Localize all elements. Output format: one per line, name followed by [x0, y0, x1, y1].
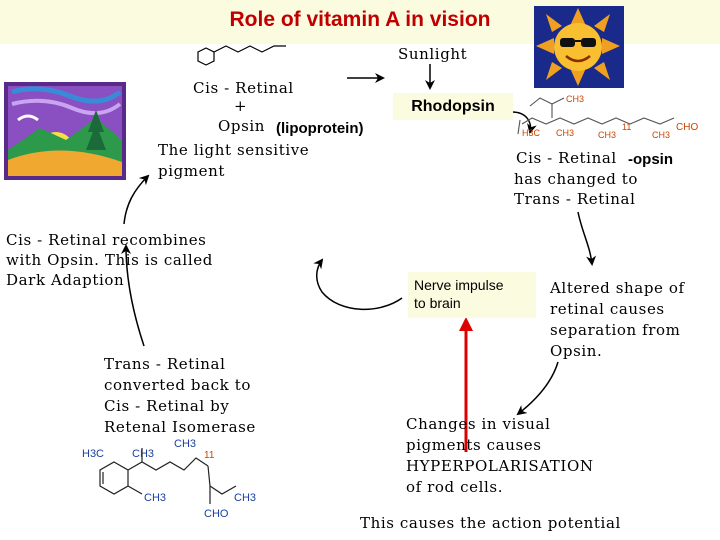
action-potential-label: This causes the action potential: [360, 514, 621, 532]
chem-label: CH3: [144, 492, 167, 504]
arrow-rhodopsin-to-change: [511, 111, 537, 134]
light-sensitive-line1: The light sensitive: [158, 141, 310, 159]
arrow-to-pigment: [123, 174, 150, 225]
recombines-line3: Dark Adaption: [6, 271, 125, 289]
trans-line4: Retenal Isomerase: [104, 418, 256, 436]
changed-line1b: -opsin: [628, 151, 673, 168]
changes-line1: Changes in visual: [406, 415, 551, 433]
trans-line1: Trans - Retinal: [104, 355, 226, 373]
chem-label: CH3: [652, 130, 671, 140]
changed-line1a: Cis - Retinal: [516, 149, 617, 167]
landscape-clipart-icon: [4, 82, 126, 180]
nerve-impulse-line2: to brain: [414, 295, 461, 311]
sun-with-sunglasses-icon: [534, 6, 624, 88]
trans-retinal-structure-top: [517, 97, 675, 135]
lipoprotein-label: (lipoprotein): [276, 120, 364, 137]
slide-title: Role of vitamin A in vision: [229, 8, 491, 31]
cis-retinal-structure-bottom: [99, 448, 237, 504]
arrow-to-altered-shape: [577, 211, 597, 266]
chem-label: CH3: [174, 438, 197, 450]
chem-label: CH3: [556, 128, 575, 138]
altered-line2: retinal causes: [550, 300, 665, 318]
opsin-label: Opsin: [218, 117, 266, 135]
chem-label: CH3: [598, 130, 617, 140]
arrow-cycle-curve: [313, 258, 403, 310]
recombines-line1: Cis - Retinal recombines: [6, 231, 207, 249]
nerve-impulse-line1: Nerve impulse: [414, 277, 504, 293]
altered-line4: Opsin.: [550, 342, 603, 360]
rhodopsin-box: Rhodopsin: [393, 93, 513, 120]
plus-label: +: [234, 97, 248, 115]
arrow-to-changes: [516, 361, 559, 416]
recombines-line2: with Opsin. This is called: [6, 251, 213, 269]
nerve-impulse-box: Nerve impulse to brain: [408, 272, 536, 318]
light-sensitive-line2: pigment: [158, 162, 225, 180]
changes-line2: pigments causes: [406, 436, 542, 454]
trans-line2: converted back to: [104, 376, 251, 394]
sunlight-label: Sunlight: [398, 45, 468, 63]
chem-label: 11: [622, 122, 632, 132]
chem-label: H3C: [522, 128, 541, 138]
chem-label: 11: [204, 450, 215, 461]
chem-label: H3C: [82, 448, 105, 460]
changed-line3: Trans - Retinal: [514, 190, 636, 208]
chem-label: CH3: [566, 94, 585, 104]
chem-label: CHO: [204, 508, 229, 520]
cis-retinal-label: Cis - Retinal: [193, 79, 294, 97]
changes-line3: HYPERPOLARISATION: [406, 457, 594, 475]
altered-line1: Altered shape of: [550, 279, 685, 297]
trans-line3: Cis - Retinal by: [104, 397, 230, 415]
chem-label: CH3: [234, 492, 257, 504]
altered-line3: separation from: [550, 321, 681, 339]
retinal-ring-top: [197, 45, 286, 66]
changes-line4: of rod cells.: [406, 478, 504, 496]
changed-line2: has changed to: [514, 170, 639, 188]
arrow-to-recombines: [121, 244, 145, 347]
chem-label: CHO: [676, 122, 699, 133]
chem-label: CH3: [132, 448, 155, 460]
